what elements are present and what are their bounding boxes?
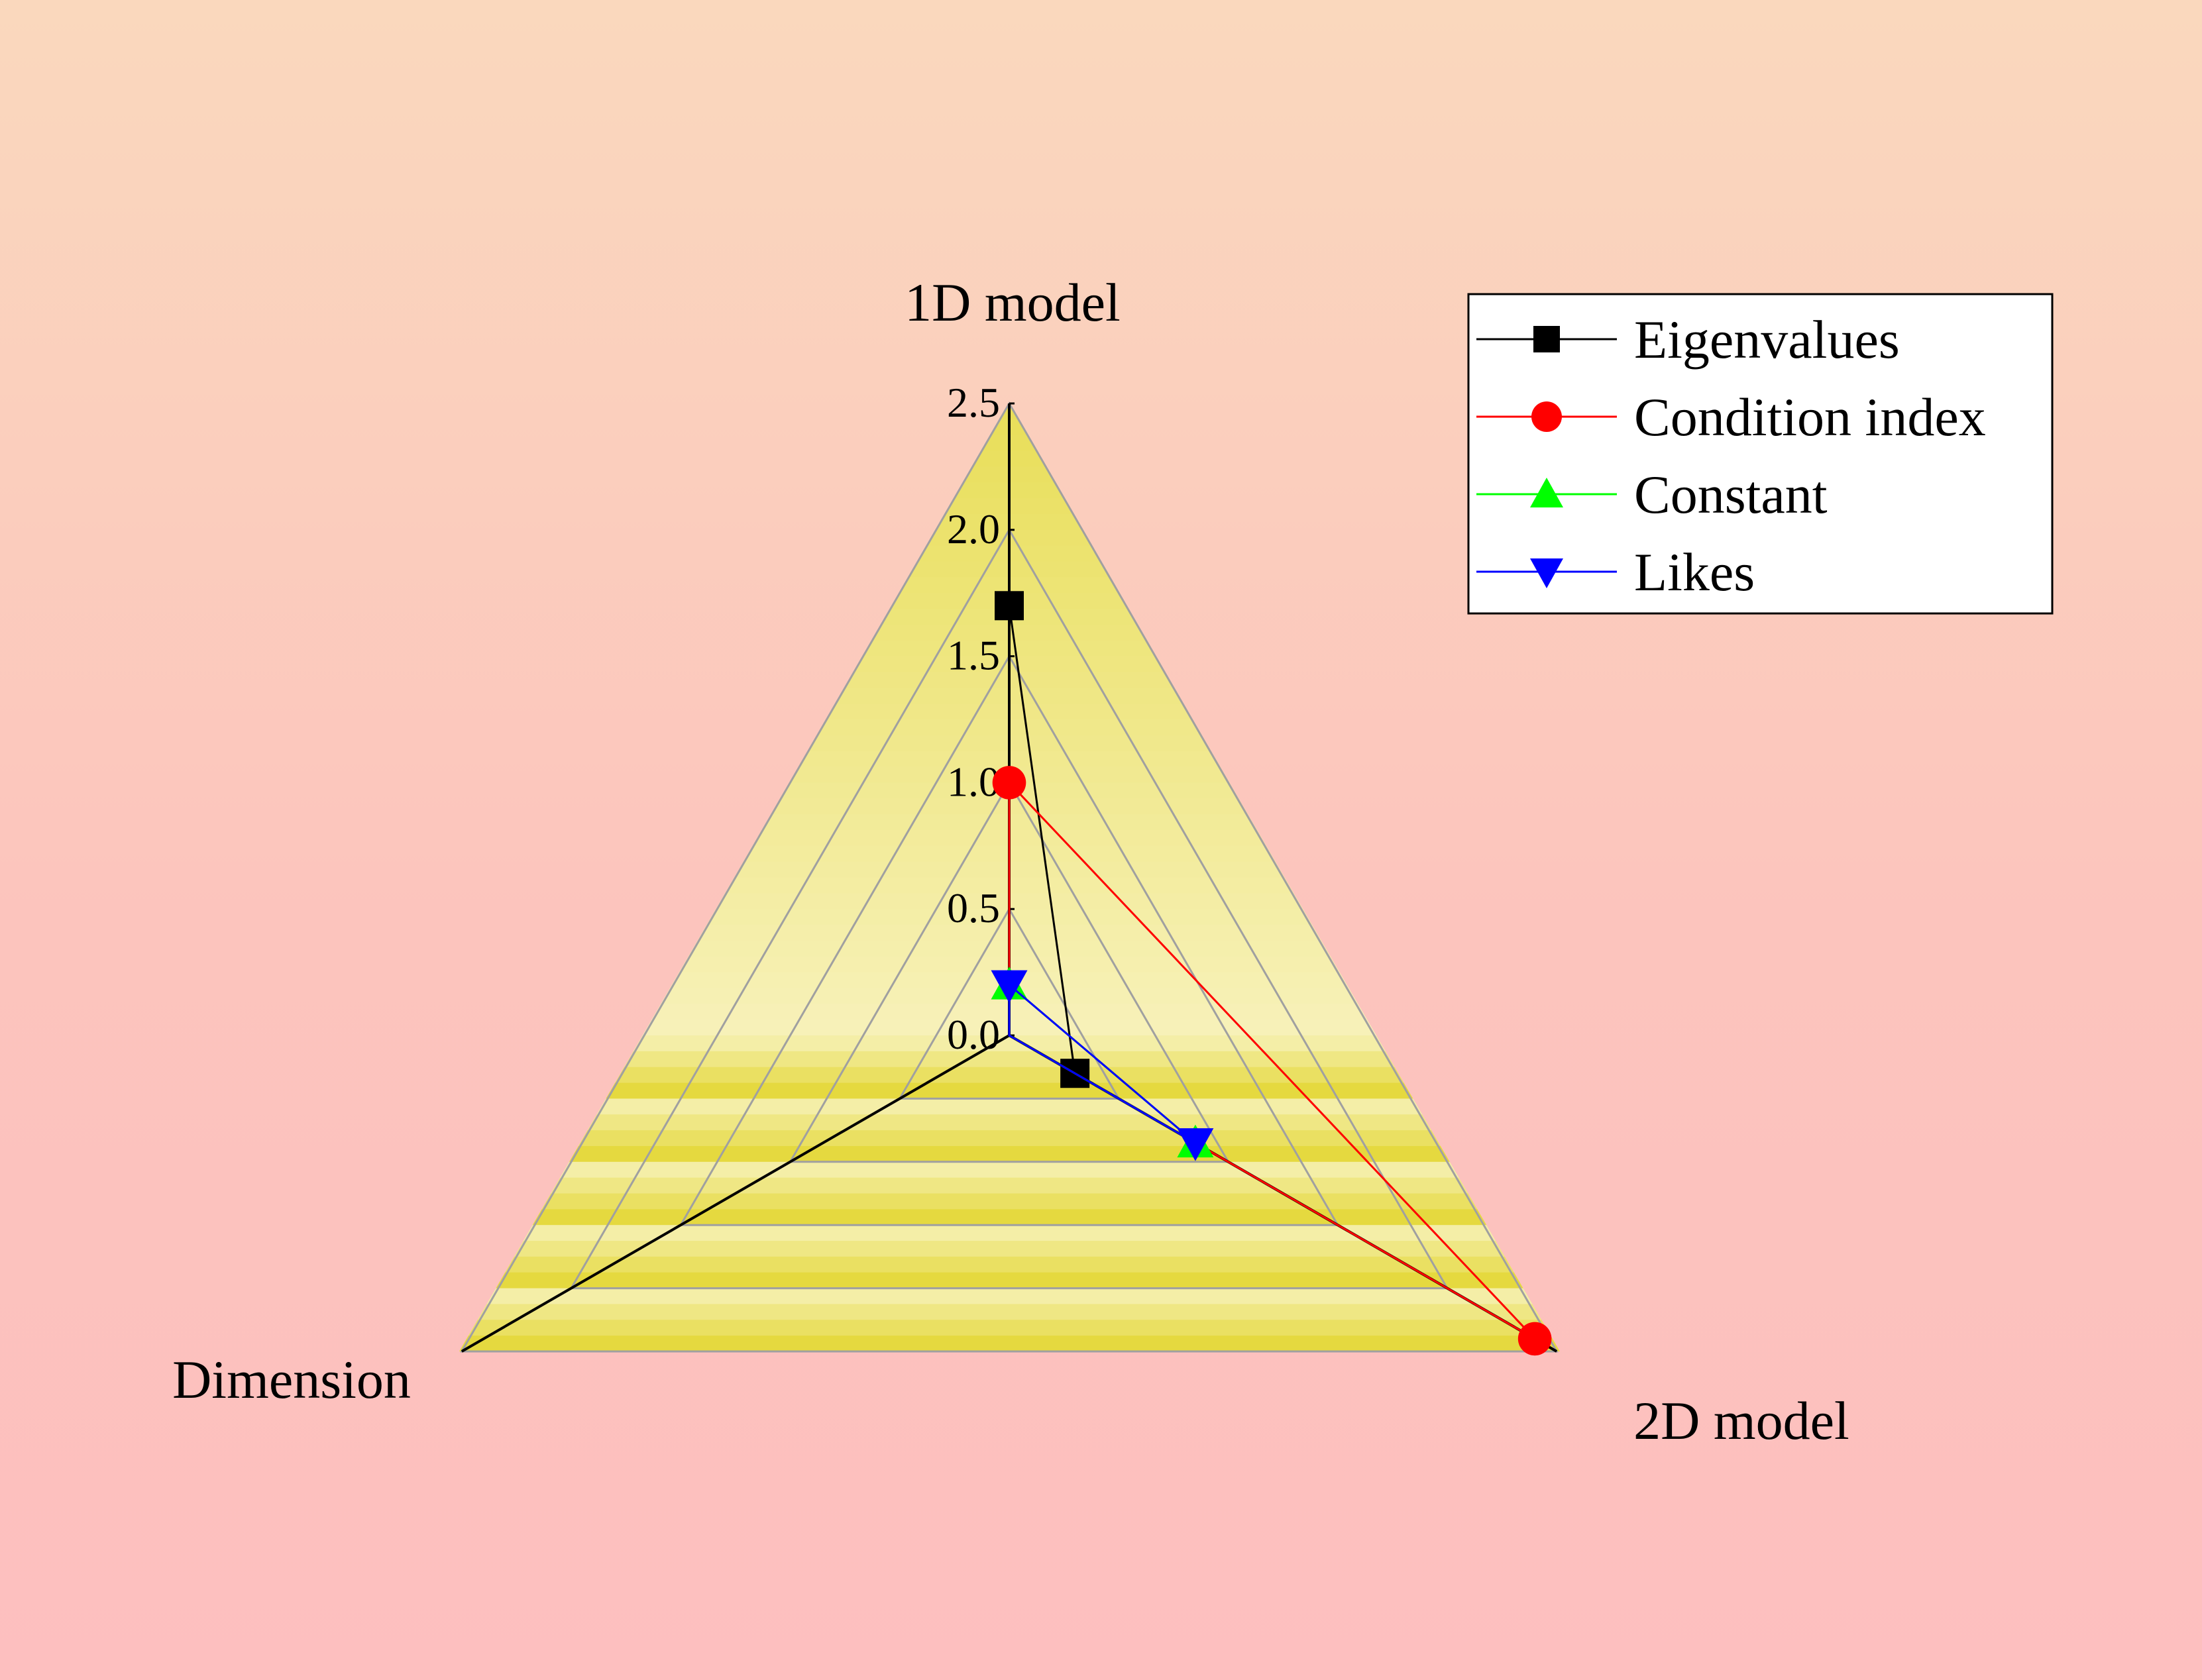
radar-grid (460, 401, 1559, 1353)
legend-label: Eigenvalues (1634, 309, 1900, 370)
grid-ring (679, 654, 1340, 1226)
data-point (995, 591, 1024, 621)
axis-name: Dimension (172, 1349, 411, 1410)
legend-label: Condition index (1634, 387, 1986, 447)
series-line (1008, 782, 1536, 1340)
data-point (1530, 478, 1563, 507)
tick-label: 0.0 (947, 1011, 1000, 1058)
series-likes (991, 970, 1214, 1161)
radar-series (991, 591, 1552, 1356)
data-point (1531, 401, 1562, 432)
grid-ring (569, 527, 1449, 1290)
grid-ring (788, 780, 1231, 1163)
axis-name: 2D model (1633, 1391, 1849, 1451)
legend-label: Likes (1634, 542, 1755, 602)
grid-ring (460, 401, 1559, 1353)
data-point (1517, 1322, 1552, 1356)
tick-label: 1.0 (947, 758, 1000, 805)
tick-label: 2.5 (947, 379, 1000, 426)
legend-label: Constant (1634, 464, 1828, 525)
tick-label: 2.0 (947, 505, 1000, 552)
grid-ring (898, 907, 1121, 1100)
tick-label: 1.5 (947, 632, 1000, 679)
legend-box (1467, 293, 2054, 615)
radar-axis-names: 1D model 2D model Dimension (172, 272, 1849, 1451)
axis-spoke (461, 1034, 1011, 1353)
series-line (1008, 984, 1196, 1144)
data-point (991, 970, 1028, 1004)
radar-tick-labels: 0.0 0.5 1.0 1.5 2.0 2.5 (947, 379, 1015, 1058)
data-point (992, 766, 1026, 800)
tick-label: 0.5 (947, 884, 1000, 931)
data-point (1530, 558, 1563, 588)
data-point (1533, 326, 1560, 352)
axis-name: 1D model (905, 272, 1121, 333)
series-condition-index (992, 766, 1552, 1356)
data-point (1177, 1128, 1214, 1161)
